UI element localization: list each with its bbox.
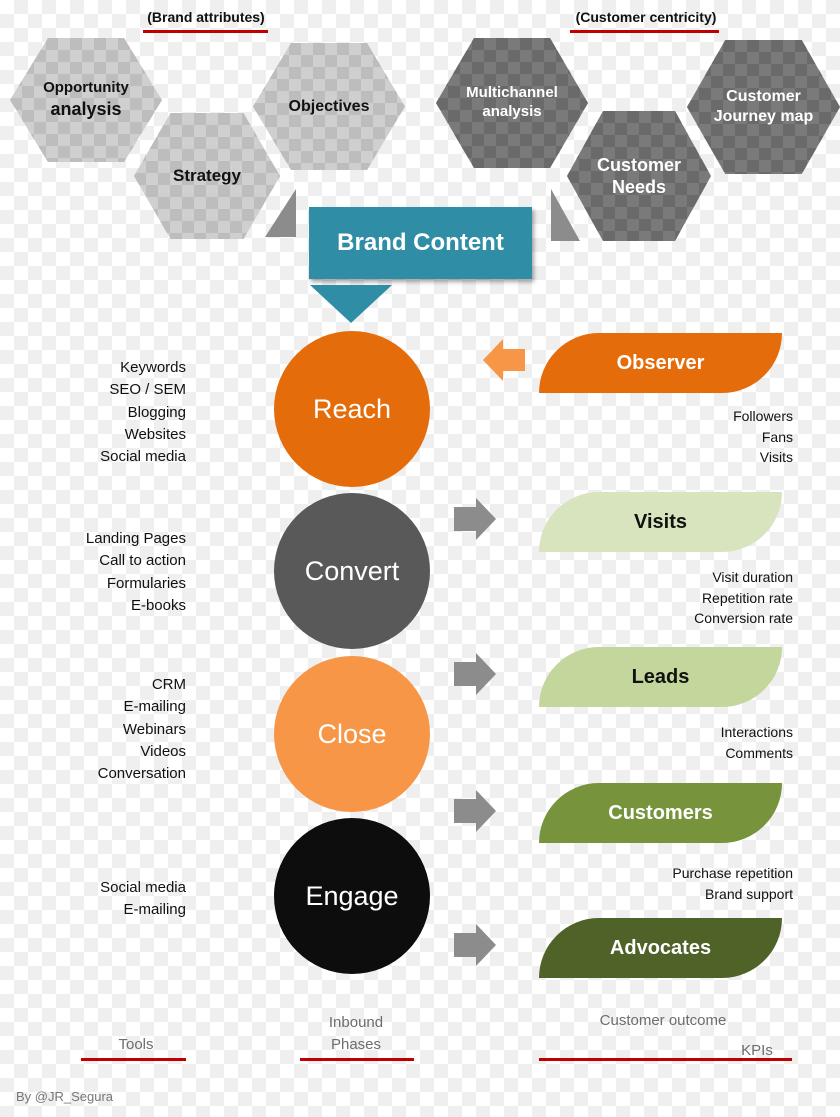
tool-item: CRM	[151, 676, 186, 693]
brand-attributes-underline	[143, 30, 268, 33]
hex-multichannel-analysis: Multichannel analysis	[436, 38, 588, 168]
kpi-item: Fans	[761, 428, 793, 445]
tool-item: Conversation	[97, 765, 186, 783]
footer-tools-label: Tools	[118, 1036, 154, 1053]
phase-close: Close	[274, 656, 430, 812]
footer-phases-underline	[300, 1058, 414, 1061]
kpi-item: Followers	[733, 408, 793, 424]
advocates-arrow-icon	[454, 924, 496, 966]
kpis-observer: Followers Fans Visits	[573, 406, 793, 468]
kpi-item: Comments	[725, 744, 793, 761]
brand-content-box: Brand Content	[309, 207, 532, 279]
footer-inbound-label: Inbound	[328, 1014, 384, 1031]
tool-item: Call to action	[99, 552, 186, 570]
customer-centricity-label: (Customer centricity)	[575, 9, 717, 25]
observer-arrow-icon	[483, 339, 525, 381]
tool-item: E-books	[130, 596, 186, 614]
footer-kpis-underline	[539, 1058, 792, 1061]
footer-customer-outcome-label: Customer outcome	[599, 1012, 727, 1029]
pointer-right-icon	[551, 189, 580, 241]
hex-opportunity-line2: analysis	[50, 99, 122, 120]
visits-arrow-icon	[454, 498, 496, 540]
footer-kpis-label: KPIs	[741, 1042, 773, 1059]
kpi-item: Interactions	[720, 724, 793, 740]
tool-item: Webinars	[122, 720, 186, 738]
kpis-visits: Visit duration Repetition rate Conversio…	[573, 567, 793, 629]
kpi-item: Purchase repetition	[672, 865, 793, 881]
outcome-visits: Visits	[539, 492, 782, 552]
tool-item: Keywords	[120, 359, 186, 376]
tools-close: CRM E-mailing Webinars Videos Conversati…	[40, 674, 186, 785]
hex-customer-needs: Customer Needs	[567, 111, 711, 241]
brand-attributes-label: (Brand attributes)	[147, 9, 265, 25]
kpis-leads: Interactions Comments	[573, 722, 793, 763]
tool-item: Social media	[100, 448, 186, 466]
outcome-leads: Leads	[539, 647, 782, 707]
footer-tools-underline	[81, 1058, 186, 1061]
kpis-customers: Purchase repetition Brand support	[573, 863, 793, 904]
kpi-item: Brand support	[705, 885, 793, 902]
hex-objectives: Objectives	[253, 43, 405, 170]
leads-arrow-icon	[454, 653, 496, 695]
tool-item: Social media	[100, 879, 186, 896]
tools-engage: Social media E-mailing	[40, 877, 186, 922]
hex-opportunity-line1: Opportunity	[43, 79, 129, 97]
kpi-item: Visits	[759, 449, 793, 466]
phase-reach: Reach	[274, 331, 430, 487]
kpi-item: Conversion rate	[694, 610, 793, 627]
phase-convert: Convert	[274, 493, 430, 649]
tool-item: Landing Pages	[85, 530, 186, 547]
tool-item: E-mailing	[123, 901, 186, 919]
hex-customer-journey-map: Customer Journey map	[687, 40, 840, 174]
kpi-item: Visit duration	[712, 569, 793, 585]
tool-item: Blogging	[127, 403, 186, 421]
pointer-left-icon	[265, 189, 296, 237]
kpi-item: Repetition rate	[701, 589, 793, 606]
tool-item: Formularies	[106, 574, 186, 592]
tools-reach: Keywords SEO / SEM Blogging Websites Soc…	[40, 357, 186, 468]
outcome-customers: Customers	[539, 783, 782, 843]
outcome-advocates: Advocates	[539, 918, 782, 978]
customers-arrow-icon	[454, 790, 496, 832]
footer-phases-label: Phases	[330, 1036, 382, 1053]
tool-item: Videos	[140, 742, 186, 760]
customer-centricity-underline	[570, 30, 719, 33]
hex-opportunity-analysis: Opportunity analysis	[10, 38, 162, 162]
byline: By @JR_Segura	[16, 1089, 114, 1104]
tools-convert: Landing Pages Call to action Formularies…	[40, 528, 186, 617]
brand-content-down-arrow-icon	[310, 285, 392, 323]
tool-item: E-mailing	[123, 698, 186, 716]
phase-engage: Engage	[274, 818, 430, 974]
tool-item: Websites	[124, 425, 186, 443]
tool-item: SEO / SEM	[109, 381, 186, 399]
hex-strategy: Strategy	[134, 113, 280, 239]
outcome-observer: Observer	[539, 333, 782, 393]
